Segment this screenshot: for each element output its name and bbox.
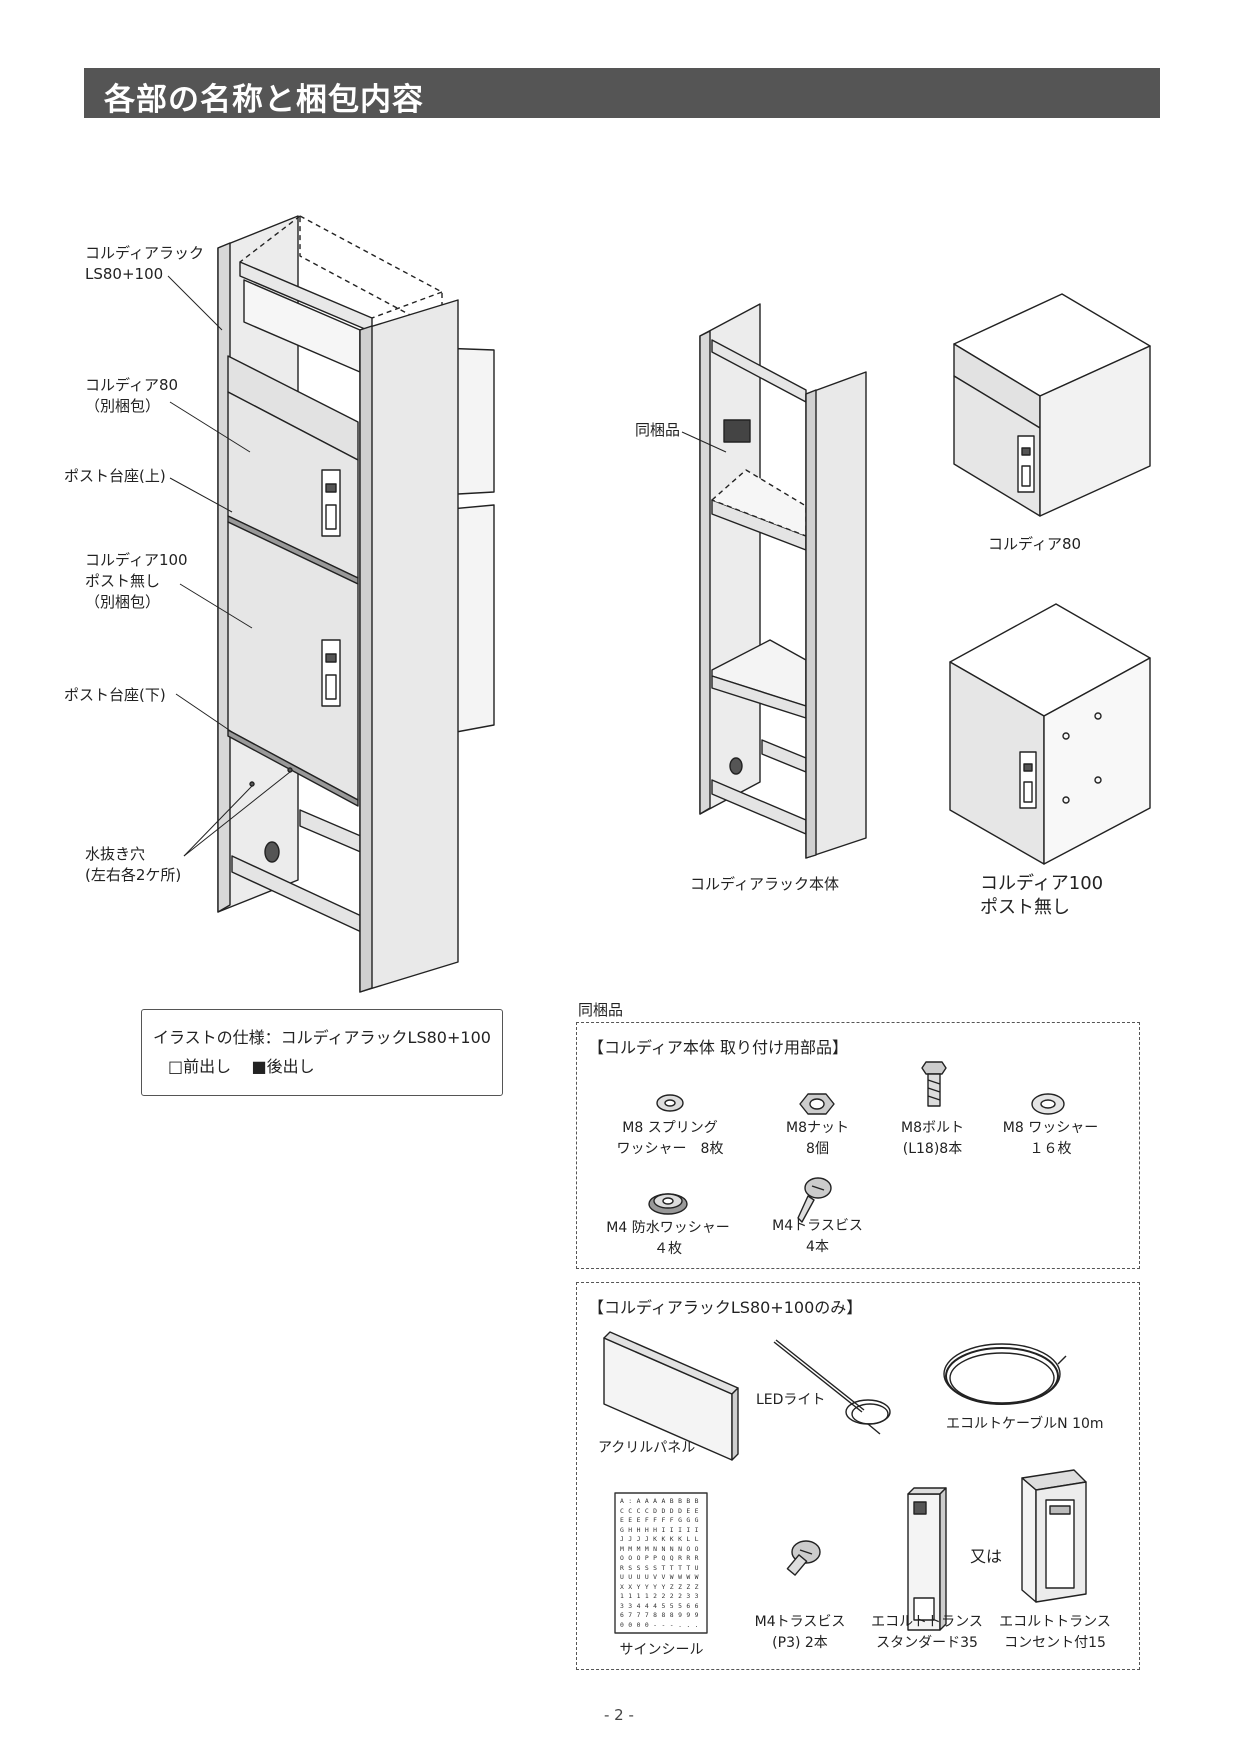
waterproof-washer-icon (648, 1193, 688, 1215)
section2-head: 【コルディアラックLS80+100のみ】 (588, 1298, 863, 1317)
label-drain-hole: 水抜き穴 (左右各2ケ所) (85, 845, 182, 884)
sign-row: U U U U V V W W W W (620, 1573, 699, 1581)
sign-row: 6 7 7 7 8 8 8 9 9 9 (620, 1611, 699, 1619)
sign-row: A : A A A A B B B B (620, 1497, 699, 1505)
sign-row: E E E F F F F G G G (620, 1516, 699, 1524)
spec-options: □前出し ■後出し (168, 1053, 315, 1077)
sign-seal-icon (614, 1492, 708, 1634)
item-nut: M8ナット 8個 (786, 1120, 849, 1157)
spec-text: イラストの仕様：コルディアラックLS80+100 (153, 1028, 491, 1047)
cable-icon (943, 1343, 1067, 1405)
sign-row: X X Y Y Y Y Z Z Z Z (620, 1582, 699, 1591)
rack-body-illustration (681, 303, 867, 859)
spring-washer-icon (656, 1094, 684, 1112)
label-cordia100-right: コルディア100 ポスト無し (980, 873, 1104, 918)
spec-front-option: □前出し (168, 1057, 232, 1076)
sign-row: 3 3 4 4 4 5 5 5 6 6 (620, 1601, 699, 1610)
label-cordia80-right: コルディア80 (988, 535, 1082, 553)
item-bolt: M8ボルト (L18)8本 (901, 1120, 964, 1157)
item-cable: エコルトケーブルN 10m (946, 1416, 1104, 1432)
bundled-section-2 (576, 1282, 1140, 1670)
transformer-standard-icon (907, 1487, 947, 1631)
sign-row: C C C C D D D D E E (620, 1506, 699, 1515)
sign-row: M M M M N N N N O O (620, 1544, 699, 1553)
sign-row: G H H H H I I I I I (620, 1525, 699, 1534)
sign-seal-grid: A : A A A A B B B B C C C C D D D D E E … (620, 1497, 704, 1630)
item-acrylic-panel: アクリルパネル (598, 1440, 696, 1456)
rack-assembly-illustration (217, 215, 495, 993)
left-leader-lines (167, 275, 291, 857)
page-title: 各部の名称と梱包内容 (104, 82, 424, 118)
item-sign-seal: サインシール (619, 1642, 704, 1658)
label-bundled: 同梱品 (635, 421, 681, 439)
sign-row: O O O P P Q Q R R R (620, 1554, 699, 1562)
bundled-title: 同梱品 (578, 1001, 624, 1019)
illustration-spec-box: イラストの仕様：コルディアラックLS80+100 □前出し ■後出し (141, 1009, 503, 1096)
sign-row: J J J J K K K K L L (620, 1535, 699, 1543)
cordia80-illustration (953, 293, 1151, 517)
item-truss-screw-p3: M4トラスビス (P3) 2本 (754, 1614, 846, 1651)
section1-head: 【コルディア本体 取り付け用部品】 (588, 1038, 848, 1057)
washer-icon (1031, 1093, 1065, 1115)
bundled-section-1 (576, 1022, 1140, 1269)
led-light-icon (773, 1339, 891, 1435)
spec-back-option: ■後出し (251, 1057, 315, 1076)
label-post-base-upper: ポスト台座(上) (64, 467, 166, 485)
truss-screw-icon (786, 1540, 821, 1576)
truss-screw-icon (797, 1177, 832, 1223)
cordia100-illustration (949, 603, 1151, 865)
item-waterproof-washer: M4 防水ワッシャー ４枚 (606, 1220, 730, 1257)
bolt-icon (921, 1061, 947, 1107)
item-transformer-standard: エコルトトランス スタンダード35 (871, 1614, 983, 1651)
label-cordia100: コルディア100 ポスト無し （別梱包） (85, 551, 188, 611)
title-bar: 各部の名称と梱包内容 (84, 68, 1160, 118)
item-truss-screw: M4トラスビス 4本 (772, 1218, 863, 1255)
label-post-base-lower: ポスト台座(下) (64, 686, 166, 704)
transformer-outlet-icon (1021, 1469, 1087, 1603)
item-washer: M8 ワッシャー １６枚 (1002, 1120, 1099, 1157)
nut-icon (799, 1093, 835, 1115)
sign-row: R S S S S T T T T U (620, 1563, 699, 1572)
label-rack: コルディアラック LS80+100 (85, 244, 204, 283)
sign-row: 0 0 0 0 - - - . . . (620, 1620, 699, 1629)
item-transformer-outlet: エコルトトランス コンセント付15 (999, 1614, 1111, 1651)
page-number: - 2 - (604, 1706, 634, 1724)
label-rack-body: コルディアラック本体 (690, 875, 839, 893)
sign-row: 1 1 1 1 2 2 2 2 3 3 (620, 1592, 699, 1600)
item-led-light: LEDライト (756, 1392, 826, 1408)
acrylic-panel-icon (603, 1331, 739, 1461)
label-or: 又は (970, 1547, 1003, 1566)
label-cordia80: コルディア80 （別梱包） (85, 376, 179, 415)
item-spring-washer: M8 スプリング ワッシャー 8枚 (616, 1120, 724, 1157)
